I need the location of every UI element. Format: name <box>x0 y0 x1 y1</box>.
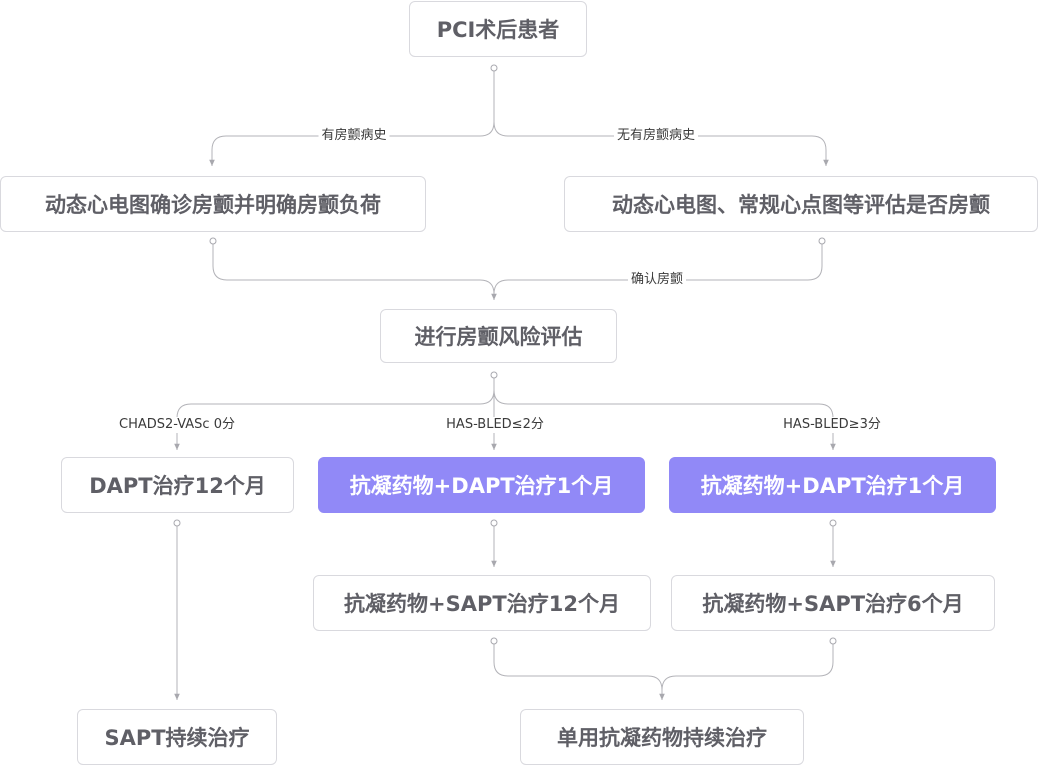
node-sapt-cont: SAPT持续治疗 <box>77 709 277 765</box>
edge-label-hasbled-low: HAS-BLED≤2分 <box>443 417 547 433</box>
edge-start-to-af-assess <box>493 121 829 166</box>
edge-label-hasbled-high: HAS-BLED≥3分 <box>780 417 884 433</box>
node-ac-sapt12: 抗凝药物+SAPT治疗12个月 <box>313 575 651 631</box>
edge-label-confirm-af: 确认房颤 <box>627 272 687 288</box>
port-dot <box>829 637 837 645</box>
node-af-assess: 动态心电图、常规心点图等评估是否房颤 <box>564 176 1038 232</box>
node-af-confirm: 动态心电图确诊房颤并明确房颤负荷 <box>0 176 426 232</box>
port-dot <box>490 637 498 645</box>
edge-ac-sapt12-to-ac-cont <box>493 641 665 700</box>
port-dot <box>818 237 826 245</box>
edge-label-chads: CHADS2-VASc 0分 <box>116 417 238 433</box>
edge-risk-to-dapt12 <box>174 375 495 450</box>
port-dot <box>490 371 498 379</box>
node-ac-sapt6: 抗凝药物+SAPT治疗6个月 <box>671 575 995 631</box>
edge-ac-sapt6-to-ac-cont <box>661 641 834 691</box>
edge-start-to-af-confirm <box>209 68 495 166</box>
node-dapt12: DAPT治疗12个月 <box>61 457 294 513</box>
node-ac-cont: 单用抗凝药物持续治疗 <box>520 709 804 765</box>
edge-af-confirm-to-risk <box>212 241 497 300</box>
edge-af-assess-to-risk <box>493 241 823 295</box>
port-dot <box>173 519 181 527</box>
node-ac-dapt1-a: 抗凝药物+DAPT治疗1个月 <box>318 457 645 513</box>
edge-risk-to-ac-dapt1-b <box>493 389 836 450</box>
port-dot <box>490 519 498 527</box>
edge-label-no-af-history: 无有房颤病史 <box>613 128 699 144</box>
port-dot <box>209 237 217 245</box>
port-dot <box>490 64 498 72</box>
port-dot <box>829 519 837 527</box>
node-risk-assess: 进行房颤风险评估 <box>380 309 617 363</box>
node-ac-dapt1-b: 抗凝药物+DAPT治疗1个月 <box>669 457 996 513</box>
edge-label-has-af-history: 有房颤病史 <box>318 128 390 144</box>
node-start: PCI术后患者 <box>409 1 587 57</box>
